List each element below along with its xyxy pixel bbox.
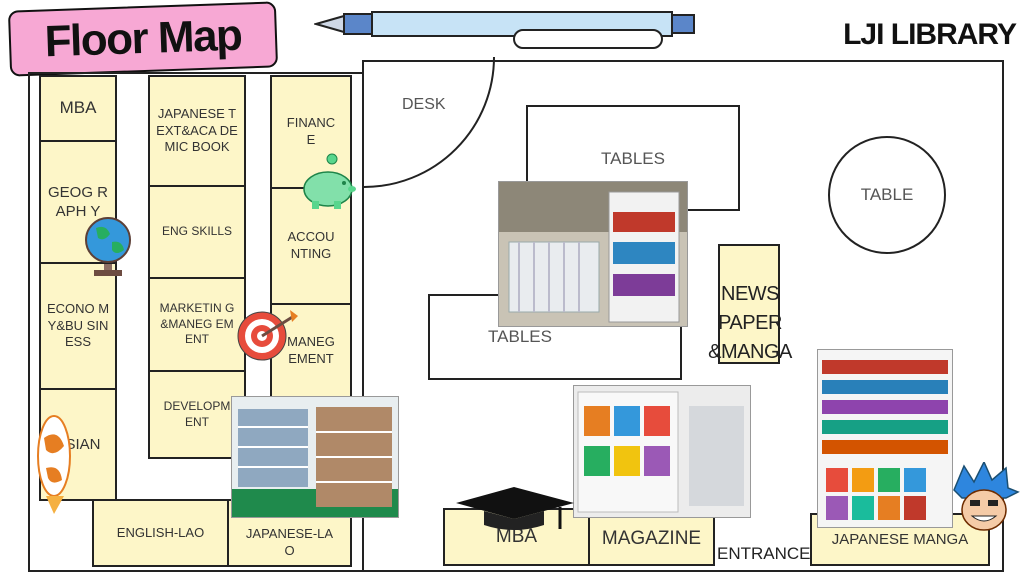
shelf-english-lao: ENGLISH-LAO <box>92 499 229 567</box>
piggy-bank-icon <box>303 153 356 209</box>
shelf-eng-skills: ENG SKILLS <box>148 185 246 279</box>
shelf-economy-business: ECONO MY&BU SINESS <box>39 262 117 390</box>
photo-tables <box>498 181 688 327</box>
shelf-marketing-management: MARKETIN G&MANEG EMENT <box>148 277 246 372</box>
photo-bookshelves-left <box>231 396 399 518</box>
globe-icon <box>85 217 131 276</box>
photo-magazines <box>573 385 751 518</box>
desk-label: DESK <box>402 96 446 113</box>
shelf-development: DEVELOPM ENT <box>148 370 246 459</box>
shelf-mba: MBA <box>39 75 117 142</box>
pen-icon <box>314 11 695 49</box>
entrance-label: ENTRANCE <box>717 544 811 563</box>
graduation-cap-icon <box>456 487 574 530</box>
shelf-finance: FINANC E <box>270 75 352 189</box>
anime-character-icon <box>953 462 1020 531</box>
tables-bottom-label: TABLES <box>488 327 552 346</box>
page-title: Floor Map <box>7 1 279 77</box>
shelf-management: MANEG EMENT <box>270 303 352 398</box>
target-icon <box>237 310 298 361</box>
photo-manga-shelf <box>817 349 953 528</box>
desk-arc <box>363 57 495 188</box>
shelf-japanese-text-academic: JAPANESE TEXT&ACA DEMIC BOOK <box>148 75 246 187</box>
koi-fish-icon <box>37 415 71 514</box>
round-table: TABLE <box>828 136 946 254</box>
shelf-magazine: MAGAZINE <box>588 513 715 566</box>
library-name: LJI LIBRARY <box>843 18 1017 51</box>
newspaper-manga-label: NEWS PAPER &MANGA <box>708 283 792 363</box>
main-room-outline <box>362 60 1004 572</box>
shelf-newspaper <box>718 244 780 364</box>
